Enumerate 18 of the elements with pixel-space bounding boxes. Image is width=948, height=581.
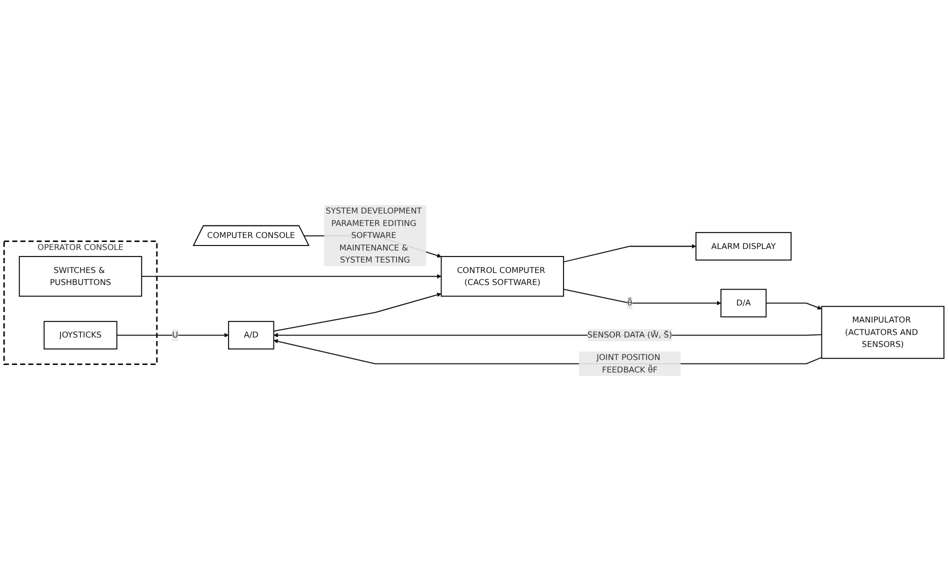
node-box: D/A [720, 288, 767, 318]
node-box: A/D [228, 320, 274, 350]
edge-label: SYSTEM DEVELOPMENT PARAMETER EDITING SOFTWARE MAINTENANCE & SYSTEM TESTING [326, 206, 422, 265]
edge-label: SENSOR DATA (W̃, S̃) [587, 330, 672, 340]
node-box: JOYSTICKS [44, 320, 118, 350]
edge-label: JOINT POSITION FEEDBACK θ̃F [596, 352, 660, 374]
arrow [274, 292, 442, 332]
edge-label: U [172, 330, 178, 340]
node-box: ALARM DISPLAY [695, 232, 792, 261]
arrow [563, 288, 722, 306]
node-box: MANIPULATOR (ACTUATORS AND SENSORS) [821, 306, 944, 359]
node-box: CONTROL COMPUTER (CACS SOFTWARE) [440, 256, 564, 297]
arrow [766, 302, 822, 310]
node-box: SWITCHES & PUSHBUTTONS [18, 256, 142, 297]
arrow [116, 332, 229, 338]
edge-label: θ̃ [627, 298, 632, 308]
arrow [142, 274, 442, 279]
arrow [563, 244, 696, 262]
